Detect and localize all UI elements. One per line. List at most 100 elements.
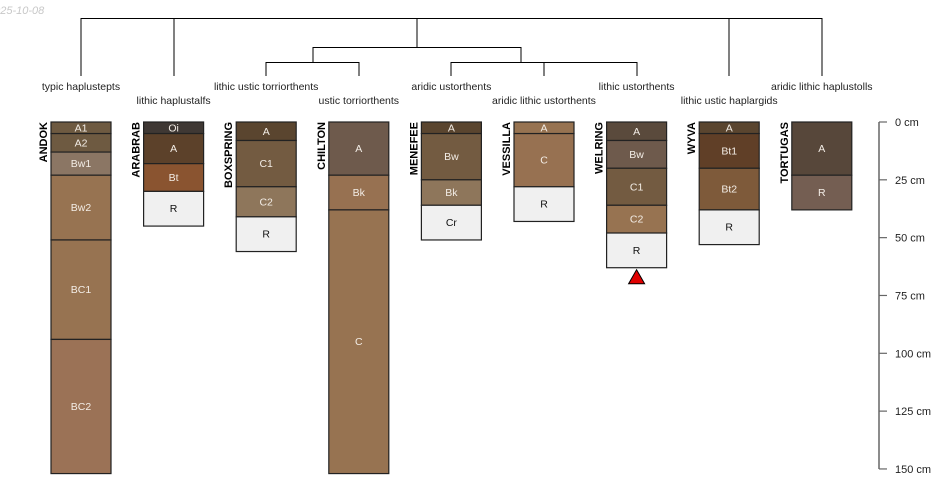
profile-tortugas: A R TORTUGAS bbox=[779, 121, 853, 211]
profile-name: WELRING bbox=[594, 122, 606, 174]
horizon-label: A bbox=[726, 122, 733, 134]
profile-vessilla: A C R VESSILLA bbox=[501, 121, 575, 223]
axis-tick-label: 50 cm bbox=[895, 233, 925, 245]
profile-name: ARABRAB bbox=[131, 122, 143, 178]
axis-tick-label: 0 cm bbox=[895, 117, 919, 129]
dendrogram bbox=[80, 18, 823, 76]
horizon-label: R bbox=[818, 187, 826, 199]
horizon bbox=[235, 139, 297, 188]
taxon-label: lithic ustic torriorthents bbox=[214, 81, 318, 93]
horizon-label: R bbox=[262, 229, 270, 241]
horizon-label: A bbox=[540, 122, 547, 134]
dendrogram-branch bbox=[265, 62, 360, 76]
horizon-label: A bbox=[818, 143, 825, 155]
profile-name: VESSILLA bbox=[501, 122, 513, 176]
horizon-label: R bbox=[633, 245, 641, 257]
horizon-label: R bbox=[170, 203, 178, 215]
horizon-label: Bw1 bbox=[71, 158, 92, 170]
horizon bbox=[791, 174, 853, 211]
dendrogram-branch bbox=[312, 47, 522, 62]
profile-name: ANDOK bbox=[38, 122, 50, 162]
axis-tick-label: 75 cm bbox=[895, 290, 925, 302]
horizon bbox=[50, 174, 112, 241]
horizon-label: C2 bbox=[259, 196, 273, 208]
horizon-label: A2 bbox=[75, 137, 88, 149]
dendrogram-branch bbox=[450, 62, 638, 76]
horizon-label: A bbox=[263, 126, 270, 138]
horizon-label: C1 bbox=[259, 158, 273, 170]
taxon-label: aridic ustorthents bbox=[411, 81, 491, 93]
horizon-label: A bbox=[448, 122, 455, 134]
horizon-label: A bbox=[633, 126, 640, 138]
horizon bbox=[328, 209, 390, 475]
date-stamp: 2025-10-08 bbox=[0, 5, 45, 17]
taxon-label: ustic torriorthents bbox=[319, 95, 400, 107]
horizon bbox=[328, 121, 390, 176]
horizon bbox=[513, 132, 575, 188]
taxon-label: lithic haplustalfs bbox=[137, 95, 211, 107]
horizon-label: Cr bbox=[446, 217, 458, 229]
horizon-label: Bw2 bbox=[71, 202, 92, 214]
horizon-label: Oi bbox=[168, 122, 179, 134]
horizon-label: C2 bbox=[630, 214, 644, 226]
horizon-label: C bbox=[355, 336, 363, 348]
horizon bbox=[143, 163, 205, 192]
horizon bbox=[328, 174, 390, 211]
horizon-label: Bt2 bbox=[721, 184, 737, 196]
taxon-label: lithic ustorthents bbox=[599, 81, 675, 93]
horizon bbox=[50, 338, 112, 475]
horizon bbox=[143, 190, 205, 227]
axis-tick-label: 25 cm bbox=[895, 175, 925, 187]
horizon-label: BC2 bbox=[71, 401, 92, 413]
horizon bbox=[698, 132, 760, 169]
profile-name: MENEFEE bbox=[408, 122, 420, 175]
horizon bbox=[420, 132, 482, 181]
profile-name: CHILTON bbox=[316, 122, 328, 170]
horizon-label: Bt1 bbox=[721, 145, 737, 157]
profile-name: WYVA bbox=[686, 122, 698, 154]
horizon-label: A bbox=[355, 143, 362, 155]
dendrogram-root-branch bbox=[80, 18, 823, 76]
horizon bbox=[235, 186, 297, 218]
profile-chilton: A BkC CHILTON bbox=[316, 121, 390, 475]
taxon-label: lithic ustic haplargids bbox=[681, 95, 778, 107]
profile-name: TORTUGAS bbox=[779, 122, 791, 184]
horizon bbox=[698, 167, 760, 211]
horizon bbox=[605, 139, 668, 169]
horizon-label: C bbox=[540, 155, 548, 167]
horizon-label: R bbox=[540, 199, 548, 211]
horizon bbox=[420, 179, 482, 206]
horizon bbox=[420, 204, 482, 241]
horizon bbox=[235, 216, 297, 253]
profile-name: BOXSPRING bbox=[223, 122, 235, 188]
horizon-label: R bbox=[725, 222, 733, 234]
horizon-label: A bbox=[170, 143, 177, 155]
axis-tick-label: 100 cm bbox=[895, 348, 931, 360]
horizon-label: Bw bbox=[444, 151, 459, 163]
horizon bbox=[605, 232, 668, 269]
horizon-label: Bw bbox=[629, 149, 644, 161]
horizon-label: Bk bbox=[353, 187, 366, 199]
taxon-label: aridic lithic ustorthents bbox=[492, 95, 596, 107]
taxon-label: typic haplustepts bbox=[42, 81, 120, 93]
horizon-label: C1 bbox=[630, 181, 644, 193]
horizon bbox=[605, 167, 668, 206]
axis-tick-label: 125 cm bbox=[895, 406, 931, 418]
profile-arabrab: OiA BtR ARABRAB bbox=[131, 121, 205, 227]
horizon bbox=[698, 209, 760, 246]
marker-triangle-icon bbox=[627, 268, 646, 285]
horizon-label: Bt bbox=[169, 172, 179, 184]
horizon-label: A1 bbox=[75, 122, 88, 134]
horizon bbox=[50, 239, 112, 341]
horizon-label: Bk bbox=[445, 187, 458, 199]
horizon bbox=[513, 186, 575, 223]
